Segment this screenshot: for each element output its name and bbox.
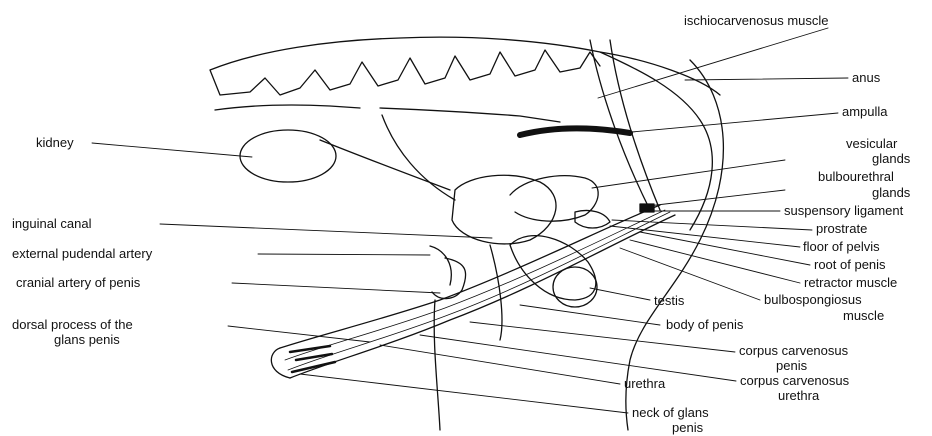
penis-lower: [290, 215, 675, 378]
label-bulbourethral-glands-line2: glands: [872, 186, 910, 200]
label-kidney: kidney: [36, 136, 74, 150]
spine-outline: [210, 37, 720, 122]
label-inguinal-canal: inguinal canal: [12, 217, 92, 231]
testis-shape: [553, 267, 597, 307]
label-anus: anus: [852, 71, 880, 85]
bladder-shape: [452, 175, 556, 244]
label-corpus-carvenosus-penis-line1: corpus carvenosus: [739, 344, 848, 358]
label-external-pudendal-artery: external pudendal artery: [12, 247, 152, 261]
label-suspensory-ligament: suspensory ligament: [784, 204, 903, 218]
ischio-muscle: [590, 40, 660, 210]
penis-inner-2: [288, 212, 670, 370]
label-urethra: urethra: [624, 377, 665, 391]
label-corpus-carvenosus-urethra-line1: corpus carvenosus: [740, 374, 849, 388]
label-body-of-penis: body of penis: [666, 318, 743, 332]
label-neck-of-glans-penis-line2: penis: [672, 421, 703, 435]
label-bulbospongiosus-muscle-line2: muscle: [843, 309, 884, 323]
label-ischiocarvenosus-muscle: ischiocarvenosus muscle: [684, 14, 829, 28]
label-bulbourethral-glands-line1: bulbourethral: [818, 170, 894, 184]
label-root-of-penis: root of penis: [814, 258, 886, 272]
label-bulbospongiosus-muscle-line1: bulbospongiosus: [764, 293, 862, 307]
label-corpus-carvenosus-penis-line2: penis: [776, 359, 807, 373]
label-vesicular-glands-line2: glands: [872, 152, 910, 166]
label-dorsal-process-line2: glans penis: [54, 333, 120, 347]
glans-detail: [290, 346, 335, 372]
kidney-shape: [240, 130, 336, 182]
glans-tip: [271, 348, 290, 378]
label-dorsal-process-line1: dorsal process of the: [12, 318, 133, 332]
label-neck-of-glans-penis-line1: neck of glans: [632, 406, 709, 420]
label-cranial-artery-of-penis: cranial artery of penis: [16, 276, 140, 290]
label-vesicular-glands-line1: vesicular: [846, 137, 897, 151]
label-floor-of-pelvis: floor of pelvis: [803, 240, 880, 254]
pudendal-artery: [430, 246, 466, 299]
leader-lines: [92, 28, 848, 413]
label-ampulla: ampulla: [842, 105, 888, 119]
label-testis: testis: [654, 294, 684, 308]
label-corpus-carvenosus-urethra-line2: urethra: [778, 389, 819, 403]
ampulla-shape: [520, 128, 630, 135]
prostate-shape: [575, 210, 610, 228]
label-prostrate: prostrate: [816, 222, 867, 236]
label-retractor-muscle: retractor muscle: [804, 276, 897, 290]
